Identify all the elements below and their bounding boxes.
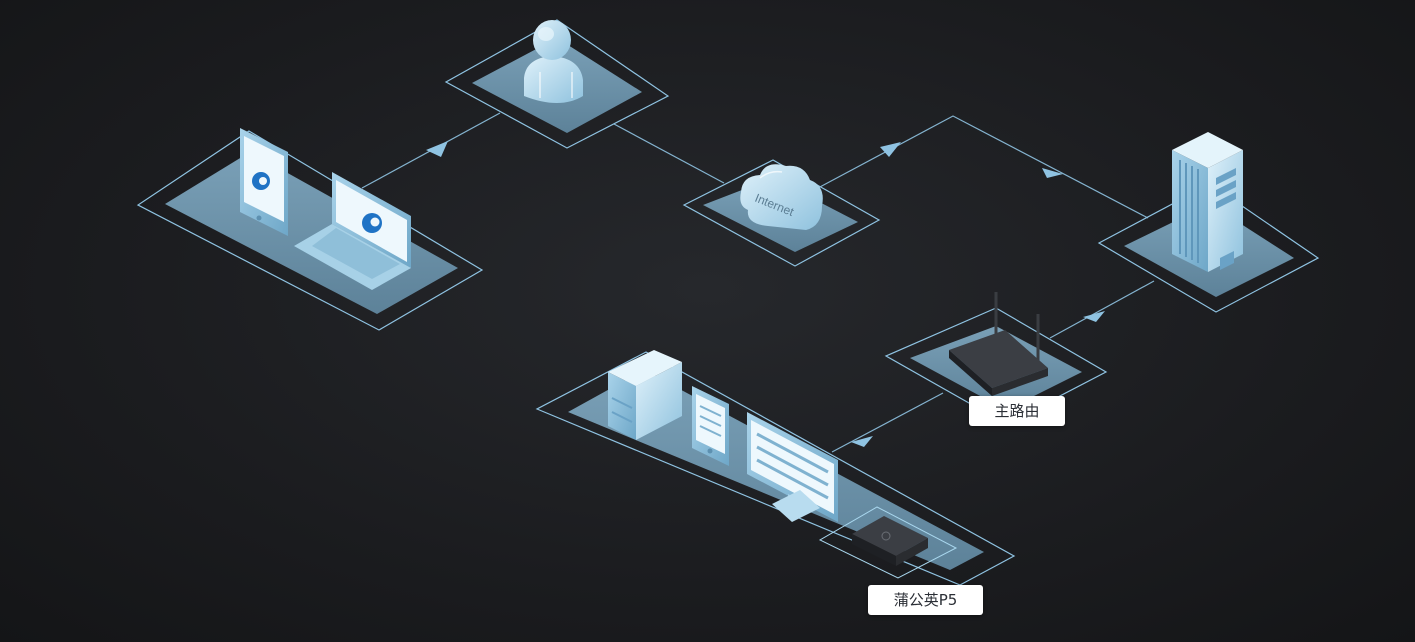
- link-user-to-cloud: [613, 123, 725, 184]
- arrow-icon: [1042, 168, 1063, 178]
- arrow-icon: [1083, 311, 1105, 322]
- tablet-icon: [692, 386, 729, 466]
- link-router-to-office: [831, 392, 944, 453]
- cloud-node: Internet: [682, 159, 881, 267]
- user-icon: [524, 20, 583, 103]
- building-node: [1097, 132, 1320, 313]
- link-building-to-router: [1049, 280, 1155, 339]
- server-icon: [608, 350, 682, 440]
- tablet-icon: [240, 128, 288, 236]
- pgy-p5-label: 蒲公英P5: [868, 585, 983, 615]
- pgy-box-icon: [852, 516, 928, 566]
- main-router-node: [884, 292, 1108, 425]
- link-cloud-to-building: [817, 115, 1149, 219]
- main-router-label: 主路由: [969, 396, 1065, 426]
- user-node: [444, 19, 670, 149]
- arrows: [426, 141, 1105, 447]
- office-node: [535, 350, 1016, 586]
- platform-outline: [682, 159, 881, 267]
- building-icon: [1172, 132, 1243, 272]
- clients-node: [136, 128, 484, 331]
- cloud-icon: [740, 164, 823, 230]
- arrow-icon: [851, 436, 873, 447]
- arrow-icon: [880, 142, 901, 157]
- arrow-icon: [426, 141, 448, 157]
- monitor-icon: [747, 412, 838, 522]
- platform-outline: [1097, 183, 1320, 313]
- platform: [165, 152, 458, 314]
- p5-sub-outline: [818, 506, 958, 579]
- router-icon: [949, 292, 1048, 396]
- laptop-icon: [294, 172, 411, 290]
- platform-outline: [444, 19, 670, 149]
